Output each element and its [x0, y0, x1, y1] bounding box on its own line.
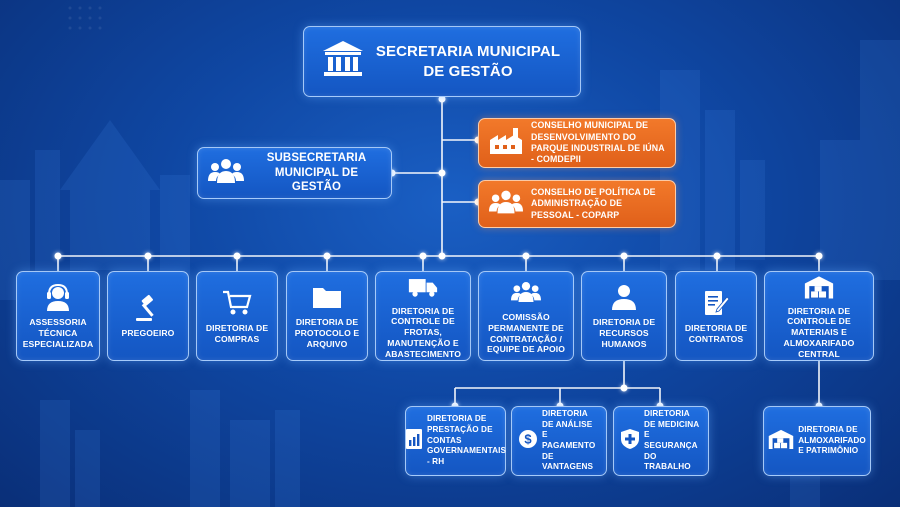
- conselho-comdepii-label: CONSELHO MUNICIPAL DE DESENVOLVIMENTO DO…: [531, 120, 665, 165]
- diretoria-card-protocolo: DIRETORIA DE PROTOCOLO E ARQUIVO: [286, 271, 368, 361]
- diretoria-card-materiais: DIRETORIA DE CONTROLE DE MATERIAIS E ALM…: [764, 271, 874, 361]
- medical-shield-icon: [620, 428, 640, 455]
- connector-dot: [438, 252, 446, 260]
- diretoria-card-assessoria: ASSESSORIA TÉCNICA ESPECIALIZADA: [16, 271, 100, 361]
- diretoria-label: DIRETORIA DE CONTROLE DE FROTAS, MANUTEN…: [384, 305, 462, 359]
- subsecretaria-label: SUBSECRETARIA MUNICIPAL DE GESTÃO: [266, 151, 367, 194]
- diretoria-label: DIRETORIA DE COMPRAS: [205, 322, 269, 344]
- rh-child-label: DIRETORIA DE MEDICINA E SEGURANÇA DO TRA…: [644, 409, 699, 472]
- rh-child-analise-pagamento: $ DIRETORIA DE ANÁLISE E PAGAMENTO DE VA…: [511, 406, 607, 476]
- connector-dot: [388, 169, 396, 177]
- person-icon: [607, 282, 641, 312]
- diretoria-label: DIRETORIA DE RECURSOS HUMANOS: [592, 317, 656, 349]
- diretoria-label: DIRETORIA DE PROTOCOLO E ARQUIVO: [294, 317, 360, 349]
- dollar-coin-icon: $: [518, 429, 538, 454]
- headset-icon: [41, 282, 75, 312]
- rh-child-label: DIRETORIA DE PRESTAÇÃO DE CONTAS GOVERNA…: [426, 414, 507, 466]
- government-building-icon: [321, 39, 365, 84]
- truck-icon: [406, 273, 440, 301]
- connector-dot: [144, 252, 152, 260]
- connector-dot: [419, 252, 427, 260]
- document-pen-icon: [699, 288, 733, 318]
- connector-dot: [620, 252, 628, 260]
- warehouse-icon: [768, 428, 794, 455]
- factory-icon: [489, 126, 523, 161]
- connector-dot: [233, 252, 241, 260]
- secretaria-node: SECRETARIA MUNICIPAL DE GESTÃO: [303, 26, 581, 97]
- diretoria-card-frotas: DIRETORIA DE CONTROLE DE FROTAS, MANUTEN…: [375, 271, 471, 361]
- diretoria-card-contratos: DIRETORIA DE CONTRATOS: [675, 271, 757, 361]
- connector-dot: [620, 384, 628, 392]
- svg-text:$: $: [524, 431, 532, 446]
- conselho-comdepii-node: CONSELHO MUNICIPAL DE DESENVOLVIMENTO DO…: [478, 118, 676, 168]
- rh-child-medicina-seguranca: DIRETORIA DE MEDICINA E SEGURANÇA DO TRA…: [613, 406, 709, 476]
- connector-dot: [438, 169, 446, 177]
- diretoria-card-compras: DIRETORIA DE COMPRAS: [196, 271, 278, 361]
- folder-icon: [310, 282, 344, 312]
- people-group-icon: [208, 157, 244, 190]
- diretoria-label: DIRETORIA DE CONTROLE DE MATERIAIS E ALM…: [783, 305, 855, 359]
- connector-dot: [522, 252, 530, 260]
- diretoria-card-rh: DIRETORIA DE RECURSOS HUMANOS: [581, 271, 667, 361]
- people-group-icon: [509, 277, 543, 307]
- diretoria-label: COMISSÃO PERMANENTE DE CONTRATAÇÃO / EQU…: [486, 312, 566, 355]
- connector-dot: [323, 252, 331, 260]
- rh-child-prestacao-contas: DIRETORIA DE PRESTAÇÃO DE CONTAS GOVERNA…: [405, 406, 506, 476]
- rh-child-label: DIRETORIA DE ANÁLISE E PAGAMENTO DE VANT…: [542, 409, 596, 472]
- conselho-coparp-node: CONSELHO DE POLÍTICA DE ADMINISTRAÇÃO DE…: [478, 180, 676, 228]
- report-icon: [405, 428, 423, 455]
- diretoria-card-pregoeiro: PREGOEIRO: [107, 271, 189, 361]
- connector-dot: [438, 95, 446, 103]
- almox-child-patrimonio: DIRETORIA DE ALMOXARIFADO E PATRIMÔNIO: [763, 406, 871, 476]
- gavel-icon: [131, 293, 165, 323]
- shopping-cart-icon: [220, 288, 254, 318]
- diretoria-label: DIRETORIA DE CONTRATOS: [684, 322, 748, 344]
- connector-dot: [54, 252, 62, 260]
- diretoria-label: PREGOEIRO: [121, 328, 175, 339]
- people-group-icon: [489, 188, 523, 221]
- diretoria-card-comissao: COMISSÃO PERMANENTE DE CONTRATAÇÃO / EQU…: [478, 271, 574, 361]
- secretaria-label: SECRETARIA MUNICIPAL DE GESTÃO: [375, 43, 561, 80]
- connector-dot: [815, 252, 823, 260]
- warehouse-icon: [802, 273, 836, 301]
- conselho-coparp-label: CONSELHO DE POLÍTICA DE ADMINISTRAÇÃO DE…: [531, 186, 656, 220]
- almox-child-label: DIRETORIA DE ALMOXARIFADO E PATRIMÔNIO: [798, 425, 866, 456]
- diretoria-label: ASSESSORIA TÉCNICA ESPECIALIZADA: [22, 317, 94, 349]
- subsecretaria-node: SUBSECRETARIA MUNICIPAL DE GESTÃO: [197, 147, 392, 199]
- connector-dot: [713, 252, 721, 260]
